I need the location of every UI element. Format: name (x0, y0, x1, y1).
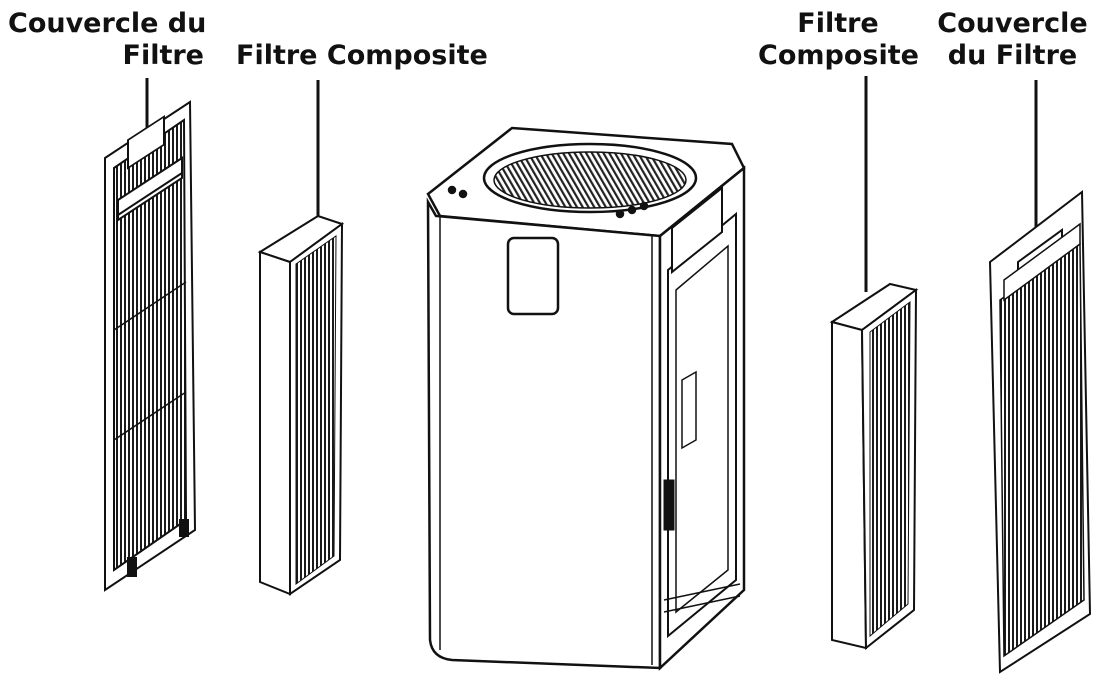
right-filter-cover (988, 190, 1092, 674)
label-right-filter-cover: Couvercle du Filtre (937, 8, 1088, 71)
air-purifier-body (426, 126, 746, 671)
label-right-composite-filter: Filtre Composite (758, 8, 919, 71)
left-filter-cover (104, 100, 197, 592)
label-left-composite-filter: Filtre Composite (236, 40, 488, 71)
left-composite-filter (257, 214, 345, 596)
right-composite-filter (829, 282, 919, 651)
label-left-filter-cover: Couvercle du Filtre (8, 8, 207, 71)
